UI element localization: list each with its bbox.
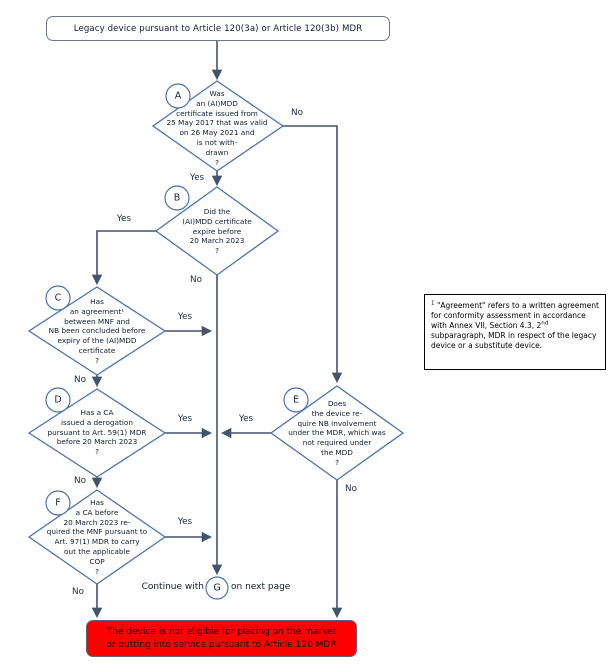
node-e-letter: E — [292, 394, 300, 406]
circle-e — [283, 387, 309, 413]
node-c-letter: C — [54, 292, 62, 304]
label-d-yes: Yes — [177, 414, 193, 424]
label-c-yes: Yes — [177, 312, 193, 322]
continue-prefix: Continue with — [141, 582, 204, 592]
label-e-no: No — [345, 484, 357, 494]
node-d-letter: D — [54, 394, 62, 406]
label-a-yes: Yes — [189, 173, 205, 183]
node-a-text: Was an (AI)MDD certificate issued from 2… — [166, 89, 268, 167]
connector-b-yes-to-c — [91, 230, 156, 286]
node-b-text: Did the (AI)MDD certificate expire befor… — [182, 207, 252, 256]
label-a-no: No — [291, 108, 303, 118]
circle-c — [45, 285, 71, 311]
connectors — [91, 41, 343, 619]
continue-suffix: on next page — [231, 582, 291, 592]
label-circles — [45, 83, 309, 600]
end-node-text: The device is not eligible for placing o… — [106, 627, 337, 650]
node-e-text: Does the device re- quire NB involvement… — [288, 399, 386, 467]
circle-f — [45, 490, 71, 516]
label-c-no: No — [74, 375, 86, 385]
node-d-text: Has a CA issued a derogation pursuant to… — [47, 408, 147, 457]
label-f-no: No — [72, 587, 84, 597]
node-f-text: Has a CA before 20 March 2023 re- quired… — [46, 498, 148, 576]
footnote-box: 1 "Agreement" refers to a written agreem… — [424, 294, 606, 370]
label-e-yes: Yes — [238, 414, 254, 424]
label-b-yes: Yes — [116, 214, 132, 224]
label-b-no: No — [190, 275, 202, 285]
circle-g — [205, 576, 229, 600]
node-f-letter: F — [55, 497, 61, 509]
circle-a — [165, 83, 191, 109]
circle-d — [45, 387, 71, 413]
footnote-sup-2: nd — [541, 320, 549, 327]
footnote-sup-1: 1 — [431, 300, 435, 307]
start-node: Legacy device pursuant to Article 120(3a… — [46, 16, 390, 41]
diamond-b — [154, 186, 280, 276]
node-b-letter: B — [173, 192, 181, 204]
label-d-no: No — [74, 476, 86, 486]
end-node: The device is not eligible for placing o… — [86, 620, 357, 657]
label-f-yes: Yes — [177, 517, 193, 527]
circle-b — [164, 185, 190, 211]
start-node-text: Legacy device pursuant to Article 120(3a… — [73, 23, 363, 34]
node-g-letter: G — [213, 582, 221, 594]
connector-a-no-to-e — [283, 125, 343, 384]
footnote-text: "Agreement" refers to a written agreemen… — [431, 301, 599, 330]
footnote-text-tail: subparagraph, MDR in respect of the lega… — [431, 331, 597, 350]
node-a-letter: A — [174, 90, 182, 102]
node-c-text: Has an agreement¹ between MNF and NB bee… — [48, 297, 146, 365]
